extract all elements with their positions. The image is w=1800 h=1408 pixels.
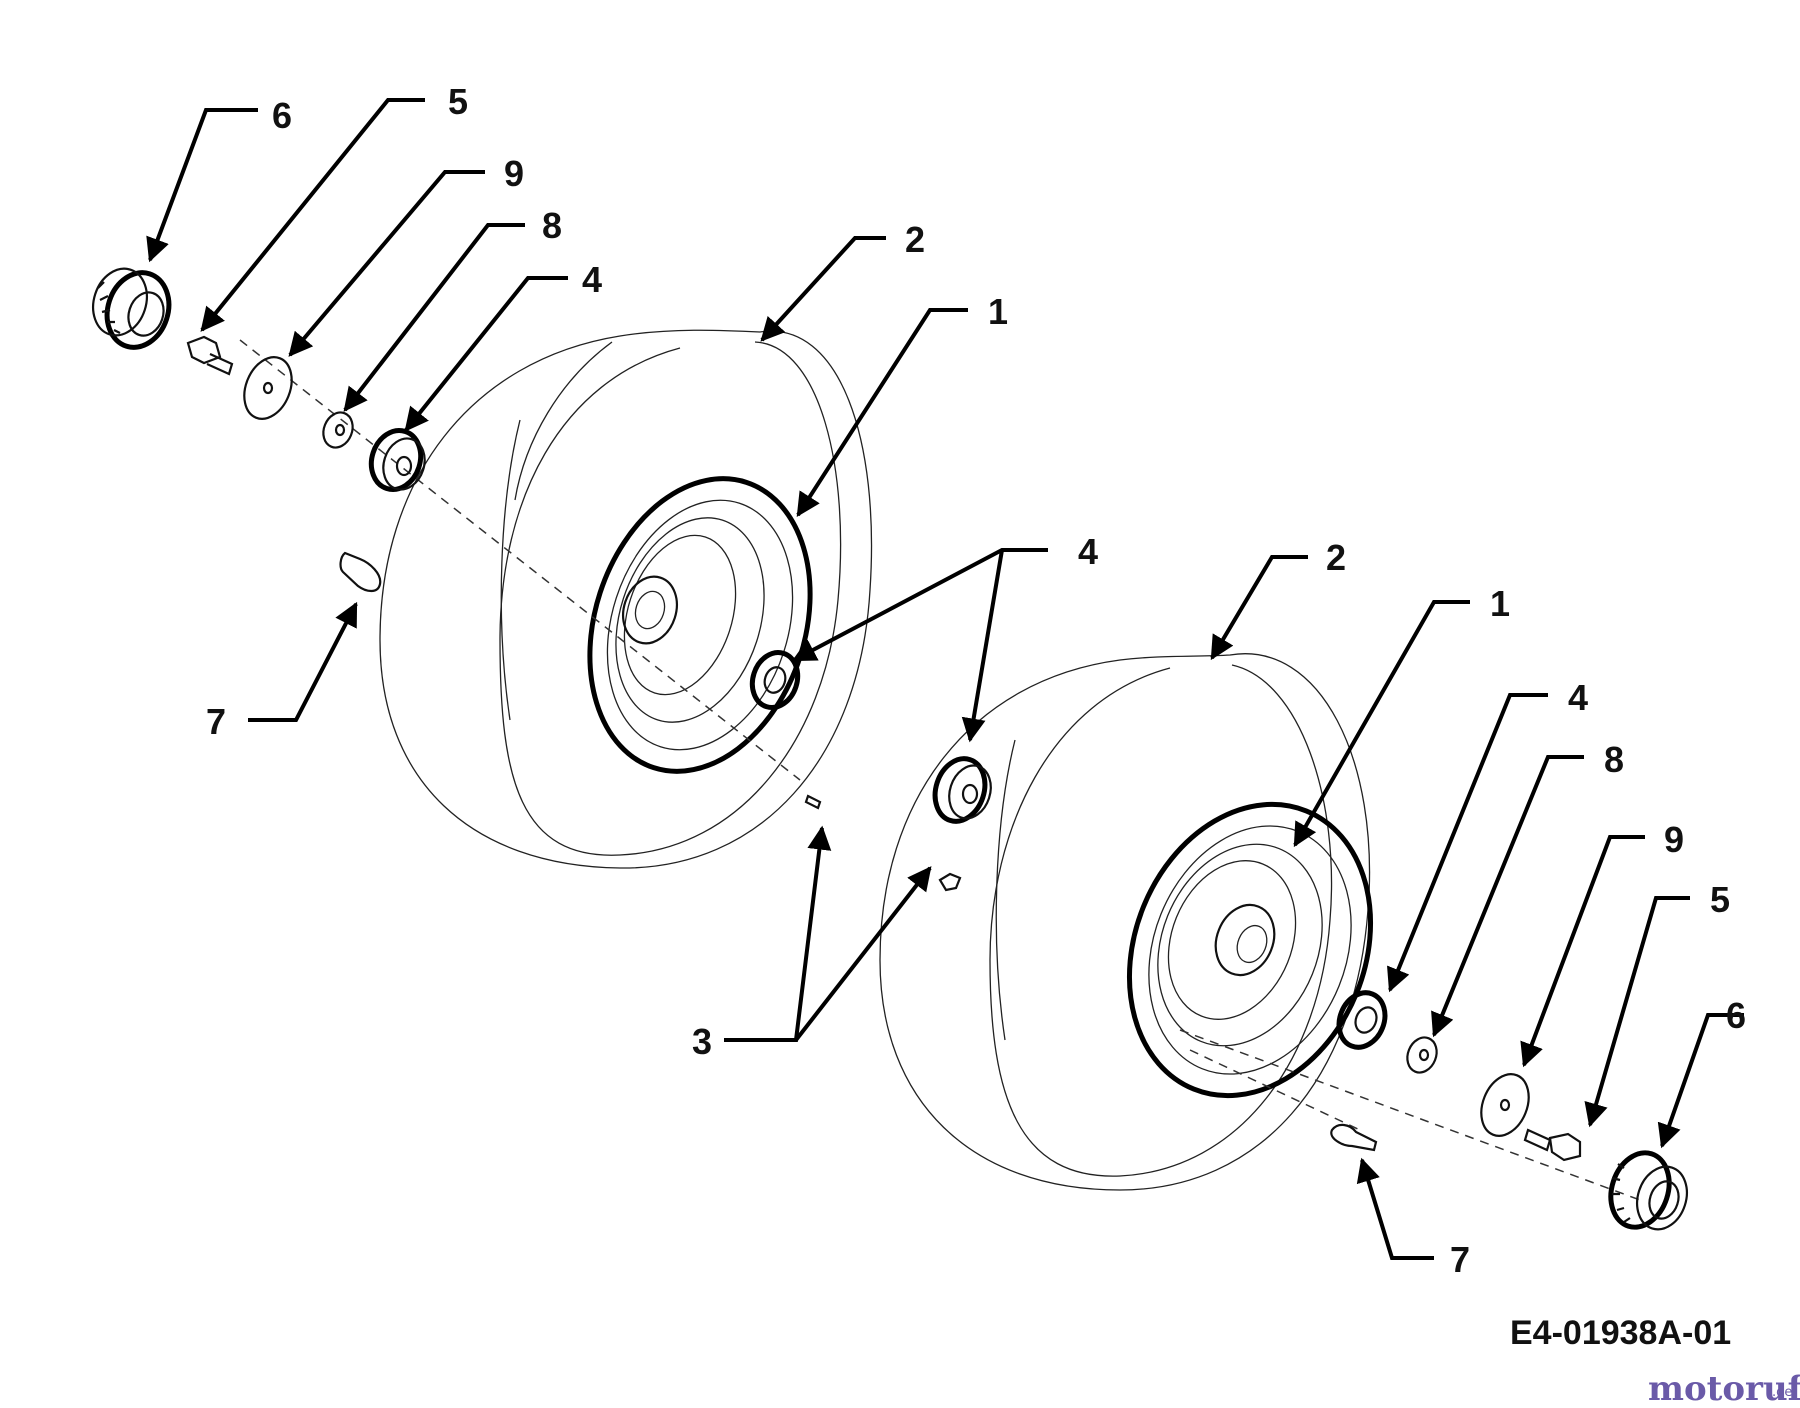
left-bolt <box>186 335 234 376</box>
left-tire <box>379 329 873 869</box>
left-wheel <box>239 329 873 869</box>
left-hub <box>622 575 678 645</box>
left-tire-tread-line <box>499 341 842 856</box>
callout-right-1: 1 <box>1490 583 1510 624</box>
callout-left-7: 7 <box>206 701 226 742</box>
callout-left-6: 6 <box>272 95 292 136</box>
callout-right-6: 6 <box>1726 995 1746 1036</box>
callout-labels: 6 5 9 8 4 2 1 7 4 3 2 1 4 8 9 5 6 7 <box>206 81 1746 1280</box>
watermark-logo: motoruf .de <box>1648 1369 1800 1408</box>
left-grease-fitting <box>804 794 822 810</box>
callout-right-7: 7 <box>1450 1239 1470 1280</box>
right-tire <box>879 653 1371 1191</box>
left-washer-large <box>243 356 293 420</box>
right-washer-large <box>1480 1073 1530 1137</box>
left-valve-stem <box>339 551 382 593</box>
callout-left-5: 5 <box>448 81 468 122</box>
right-bolt <box>1523 1128 1582 1162</box>
callout-center-3: 3 <box>692 1021 712 1062</box>
callout-right-4: 4 <box>1568 677 1588 718</box>
callout-left-8: 8 <box>542 205 562 246</box>
left-bearing-cap <box>92 267 172 350</box>
callout-left-1: 1 <box>988 291 1008 332</box>
left-hardware <box>92 267 426 492</box>
right-bearing-cap <box>1608 1150 1688 1231</box>
callout-left-4: 4 <box>582 259 602 300</box>
right-valve-stem <box>1330 1123 1378 1152</box>
right-tire-tread-line <box>989 664 1333 1177</box>
right-washer-small <box>1406 1036 1438 1074</box>
left-rim-outer <box>587 476 813 774</box>
callout-right-5: 5 <box>1710 879 1730 920</box>
callout-right-8: 8 <box>1604 739 1624 780</box>
watermark-suffix: .de <box>1772 1385 1792 1400</box>
right-hardware <box>1406 1036 1688 1231</box>
callout-right-2: 2 <box>1326 537 1346 578</box>
left-washer-small <box>322 411 354 449</box>
right-wheel <box>879 653 1641 1201</box>
leader-lines <box>146 98 1744 1260</box>
callout-left-9: 9 <box>504 153 524 194</box>
left-spacer <box>368 428 426 492</box>
callout-right-9: 9 <box>1664 819 1684 860</box>
drawing-reference-code: E4-01938A-01 <box>1510 1314 1731 1352</box>
callout-left-2: 2 <box>905 219 925 260</box>
center-spacer <box>932 756 992 824</box>
right-hub <box>1214 903 1276 977</box>
watermark-brand: motoruf <box>1648 1369 1800 1408</box>
center-grease-fitting <box>938 872 962 892</box>
left-rim-spacer <box>749 650 801 710</box>
right-rim-spacer <box>1336 990 1388 1050</box>
callout-center-4: 4 <box>1078 531 1098 572</box>
